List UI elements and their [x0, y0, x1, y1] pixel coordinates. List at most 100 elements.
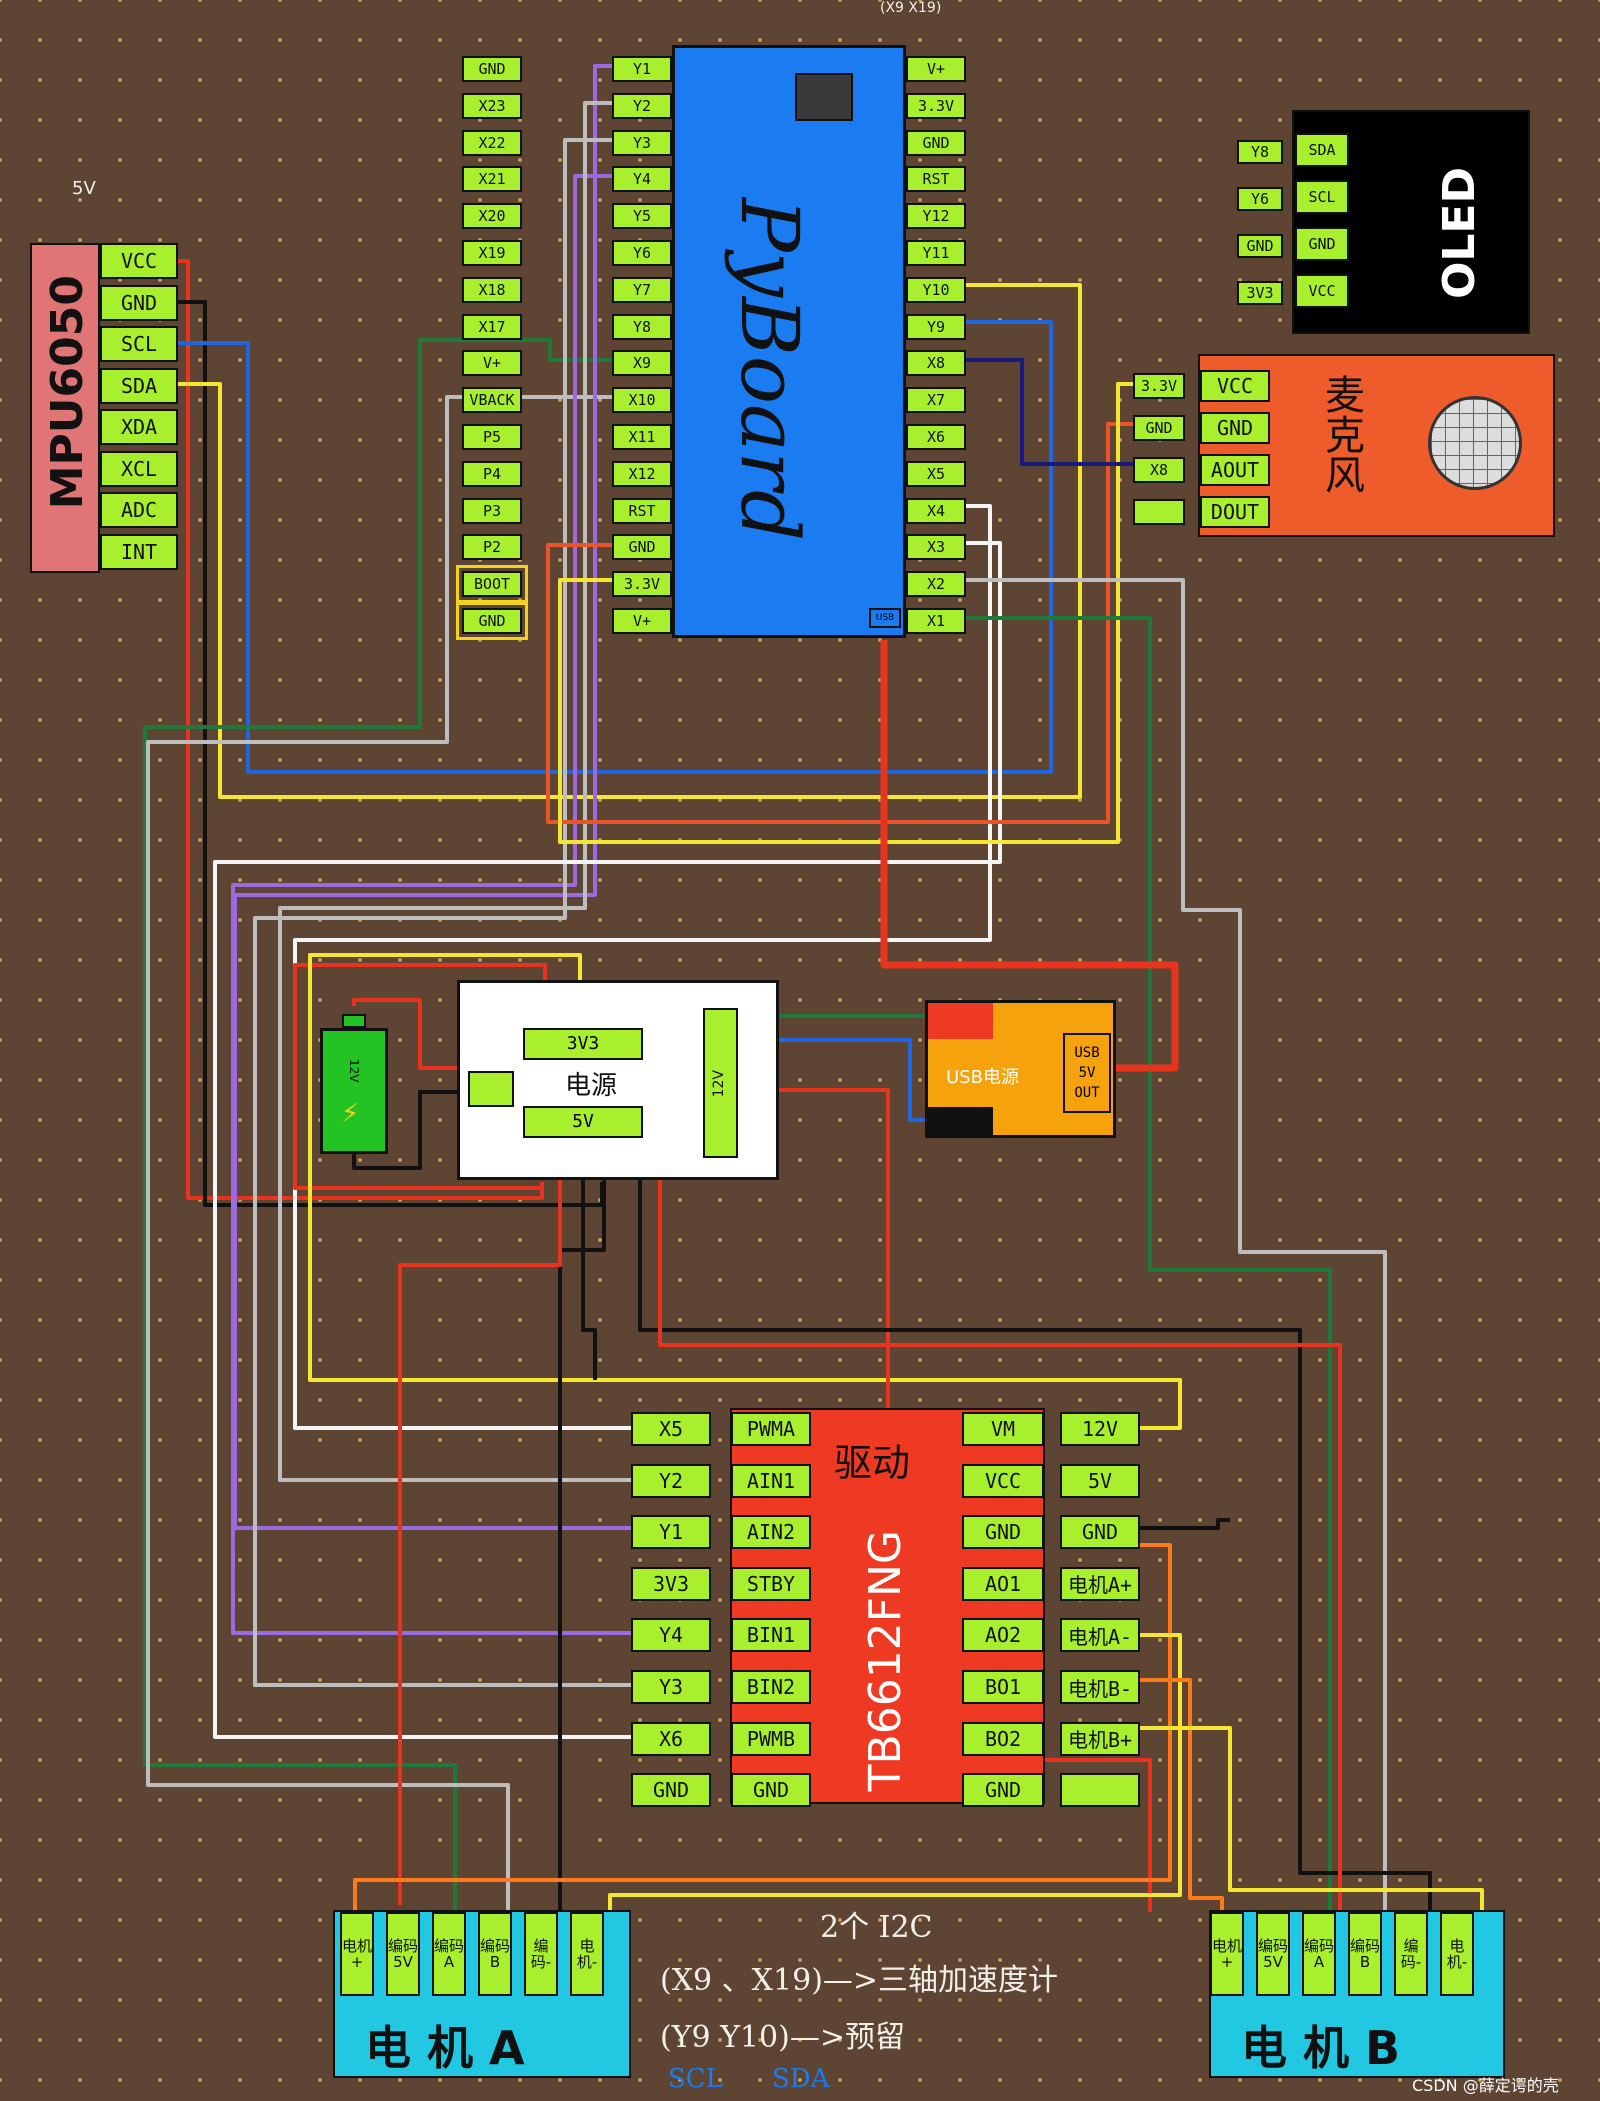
driver-title: 驱动: [834, 1441, 911, 1485]
mpu-pin-scl: SCL: [100, 326, 178, 362]
oled-pin-scl: SCL: [1295, 180, 1349, 214]
driver-mcu-pin-x5-0: X5: [631, 1412, 711, 1446]
pyboard-inner-pin-y1: Y1: [612, 56, 672, 82]
wire-motor-a-enc-gnd: [558, 1180, 606, 1912]
usb-power-red-cap: [928, 1003, 993, 1039]
oled-mcu-pin-y8: Y8: [1237, 140, 1283, 164]
power-3v3-bar: 3V3: [523, 1028, 643, 1060]
mpu-pin-adc: ADC: [100, 492, 178, 528]
mpu-pin-vcc: VCC: [100, 243, 178, 279]
wire-x9-green: [143, 338, 612, 1912]
driver-pin-gnd-7: GND: [731, 1773, 811, 1808]
mic-mcu-pin-1: GND: [1133, 415, 1185, 441]
oled-pin-sda: SDA: [1295, 133, 1349, 167]
power-12v-label: 12V: [711, 1070, 727, 1098]
pyboard-right-pin-y12: Y12: [906, 203, 966, 230]
pyboard-outer-pin-x21: X21: [462, 166, 522, 193]
pyboard-inner-pin-v: V+: [612, 608, 672, 634]
pyboard-inner-pin-x11: X11: [612, 424, 672, 450]
power-5v-bar: 5V: [523, 1106, 643, 1138]
wire-motor-b-minus: [1140, 1726, 1484, 1912]
wire-y2-gray: [278, 101, 631, 1482]
pyboard-right-pin-x8: X8: [906, 350, 966, 377]
mpu-pin-xda: XDA: [100, 409, 178, 445]
driver-pin-stby-3: STBY: [731, 1566, 811, 1601]
pyboard-inner-pin-x12: X12: [612, 460, 672, 487]
driver-pin-ao2-4: AO2: [962, 1618, 1044, 1653]
driver-ext-pin-3: 电机A+: [1060, 1566, 1140, 1601]
mic-pin-aout: AOUT: [1200, 454, 1270, 486]
mpu-pin-int: INT: [100, 533, 178, 570]
oled-mcu-pin-3v3: 3V3: [1237, 281, 1283, 305]
oled-mcu-pin-y6: Y6: [1237, 187, 1283, 211]
wire-power-gnd-down: [581, 1180, 597, 1380]
pyboard-inner-pin-y4: Y4: [612, 166, 672, 193]
motor-a-pin-1: 编码5V: [386, 1912, 420, 1996]
pyboard-right-pin-3-3v: 3.3V: [906, 92, 966, 119]
note-x9-x19: (X9 、X19)—>三轴加速度计: [660, 1963, 1059, 1998]
motor-b-pin-1: 编码5V: [1256, 1912, 1290, 1996]
driver-pin-ain1-1: AIN1: [731, 1463, 811, 1498]
driver-ext-pin-6: 电机B+: [1060, 1721, 1140, 1756]
pyboard-inner-pin-y2: Y2: [612, 92, 672, 119]
power-12v-bar: 12V: [703, 1008, 738, 1158]
usb-power-body: USB电源 USB 5V OUT: [925, 1000, 1116, 1138]
battery-label: 12V: [347, 1059, 361, 1083]
power-input-jack: [468, 1071, 514, 1107]
driver-ext-pin-2: GND: [1060, 1515, 1140, 1550]
pyboard-right-pin-v: V+: [906, 56, 966, 82]
motor-b-pin-2: 编码A: [1302, 1912, 1336, 1996]
driver-pin-ain2-2: AIN2: [731, 1515, 811, 1550]
wire-motor-a-minus: [608, 1633, 1182, 1912]
driver-mcu-pin-3v3-3: 3V3: [631, 1566, 711, 1601]
mpu6050-title: MPU6050: [42, 275, 93, 510]
wire-x6-white: [213, 541, 1002, 1739]
driver-ext-pin-5: 电机B-: [1060, 1670, 1140, 1704]
wire-x1-motorb: [906, 616, 1332, 1912]
wire-motor-a-plus: [353, 1543, 1172, 1912]
oled-pin-gnd: GND: [1295, 227, 1349, 261]
usb-port[interactable]: USB: [869, 608, 901, 628]
wire-motor-b-enc-gnd: [638, 1180, 1432, 1912]
driver-mcu-pin-x6-6: X6: [631, 1721, 711, 1756]
pyboard-outer-pin-v: V+: [462, 350, 522, 377]
note-y9-y10: (Y9 Y10)—>预留: [660, 2020, 905, 2055]
note-scl: SCL: [668, 2064, 723, 2094]
microphone-title: 麦克风: [1318, 374, 1364, 494]
motor-a-pin-2: 编码A: [432, 1912, 466, 1996]
motor-a-pin-0: 电机+: [340, 1912, 374, 1996]
pyboard-outer-pin-x20: X20: [462, 203, 522, 230]
mic-pin-gnd: GND: [1200, 412, 1270, 444]
oled-title: OLED: [1434, 167, 1485, 300]
motor-b-title: 电 机 B: [1241, 2021, 1401, 2075]
pyboard-outer-pin-gnd: GND: [456, 602, 528, 640]
pyboard-right-pin-y10: Y10: [906, 276, 966, 303]
driver-pin-bin1-4: BIN1: [731, 1618, 811, 1653]
wire-usb-red: [880, 640, 1179, 1072]
microphone-grille-icon: [1428, 396, 1522, 490]
wire-x10-gray: [146, 395, 612, 1912]
driver-mcu-pin-y4-4: Y4: [631, 1618, 711, 1653]
pyboard-outer-pin-p2: P2: [462, 534, 522, 561]
wire-mpu-vcc: [178, 259, 544, 1200]
wire-gnd-mic: [546, 422, 1133, 824]
driver-pin-bin2-5: BIN2: [731, 1670, 811, 1704]
pyboard-inner-pin-x10: X10: [612, 387, 672, 414]
oled-pin-vcc: VCC: [1295, 274, 1349, 308]
pyboard-inner-pin-3-3v: 3.3V: [612, 571, 672, 598]
battery-bolt-icon: ⚡: [341, 1099, 360, 1129]
usb-5v-out-port: USB 5V OUT: [1063, 1033, 1111, 1113]
pyboard-inner-pin-y5: Y5: [612, 203, 672, 230]
pyboard-title: PyBoard: [723, 198, 816, 542]
wire-3v3-mic: [558, 382, 1133, 844]
driver-pin-pwma-0: PWMA: [731, 1412, 811, 1446]
pyboard-outer-pin-x22: X22: [462, 129, 522, 156]
chip-label: (X9 X19): [880, 0, 942, 16]
motor-a-pin-5: 电机-: [570, 1912, 604, 1996]
motor-b-pin-5: 电机-: [1440, 1912, 1474, 1996]
motor-b-pin-4: 编码-: [1394, 1912, 1428, 1996]
motor-a-pin-3: 编码B: [478, 1912, 512, 1996]
power-module-body: 电源 3V3 5V 12V: [457, 980, 779, 1180]
driver-mcu-pin-gnd-7: GND: [631, 1773, 711, 1808]
